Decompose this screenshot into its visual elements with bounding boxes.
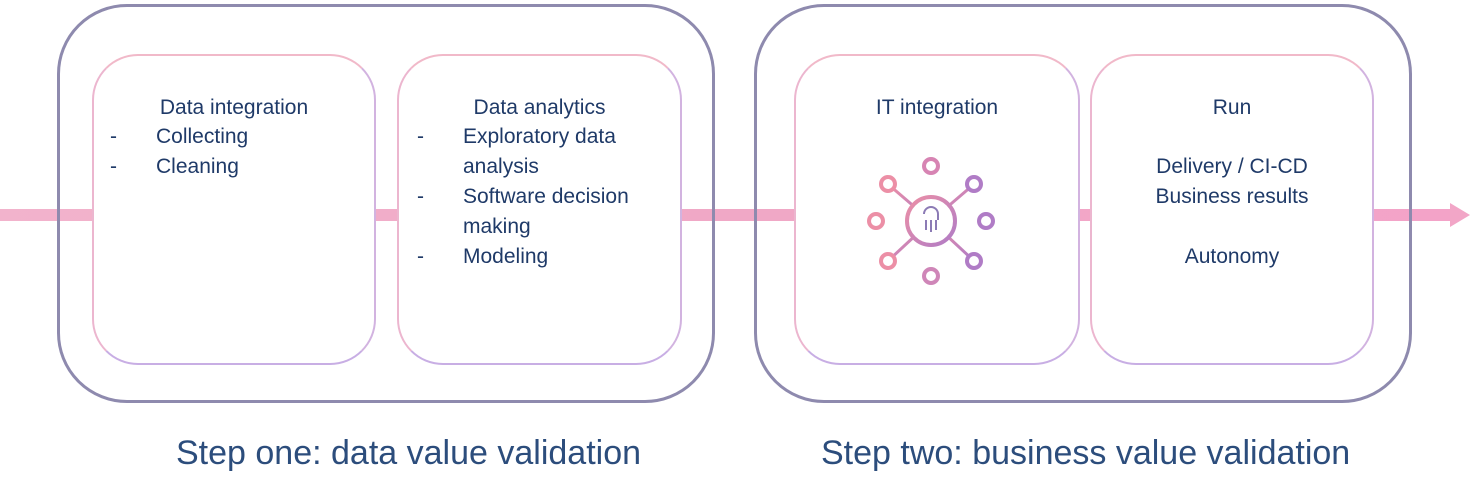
flow-arrow-head [1450,203,1470,227]
bullet-marker: - [417,125,424,148]
card-title: Data analytics [473,96,606,119]
list-item: - Modeling [417,242,663,272]
run-line: Business results [1155,185,1309,208]
run-line: Autonomy [1184,245,1280,268]
card-title: Run [1212,96,1252,119]
card-data-integration: Data integration - Collecting - Cleaning [92,54,376,365]
list-item-text: Collecting [156,125,249,148]
card-data-analytics: Data analytics - Exploratory data analysi… [397,54,682,365]
list-item: - Cleaning [110,152,248,182]
list-item: - Software decision making [417,182,663,242]
list-item: - Collecting [110,122,249,152]
card-run: Run Delivery / CI-CD Business results Au… [1090,54,1374,365]
card-title: Data integration [159,96,309,119]
bullet-marker: - [417,245,424,268]
integration-hub-icon [867,157,995,285]
bullet-list: - Collecting - Cleaning [110,122,249,182]
list-item-text: Software decision making [463,185,629,238]
bullet-marker: - [110,125,117,148]
card-title: IT integration [875,96,999,119]
bullet-marker: - [110,155,117,178]
list-item: - Exploratory data analysis [417,122,663,182]
run-line: Delivery / CI-CD [1156,155,1308,178]
step-two-label: Step two: business value validation [821,434,1351,472]
bullet-list: - Exploratory data analysis - Software dec… [417,122,663,272]
card-it-integration: IT integration [794,54,1080,365]
list-item-text: Exploratory data analysis [463,125,616,178]
stage-step-two: IT integration [754,4,1412,403]
list-item-text: Modeling [463,245,549,268]
bullet-marker: - [417,185,424,208]
stage-step-one: Data integration - Collecting - Cleaning D… [57,4,715,403]
step-one-label: Step one: data value validation [176,434,642,472]
list-item-text: Cleaning [156,155,239,178]
